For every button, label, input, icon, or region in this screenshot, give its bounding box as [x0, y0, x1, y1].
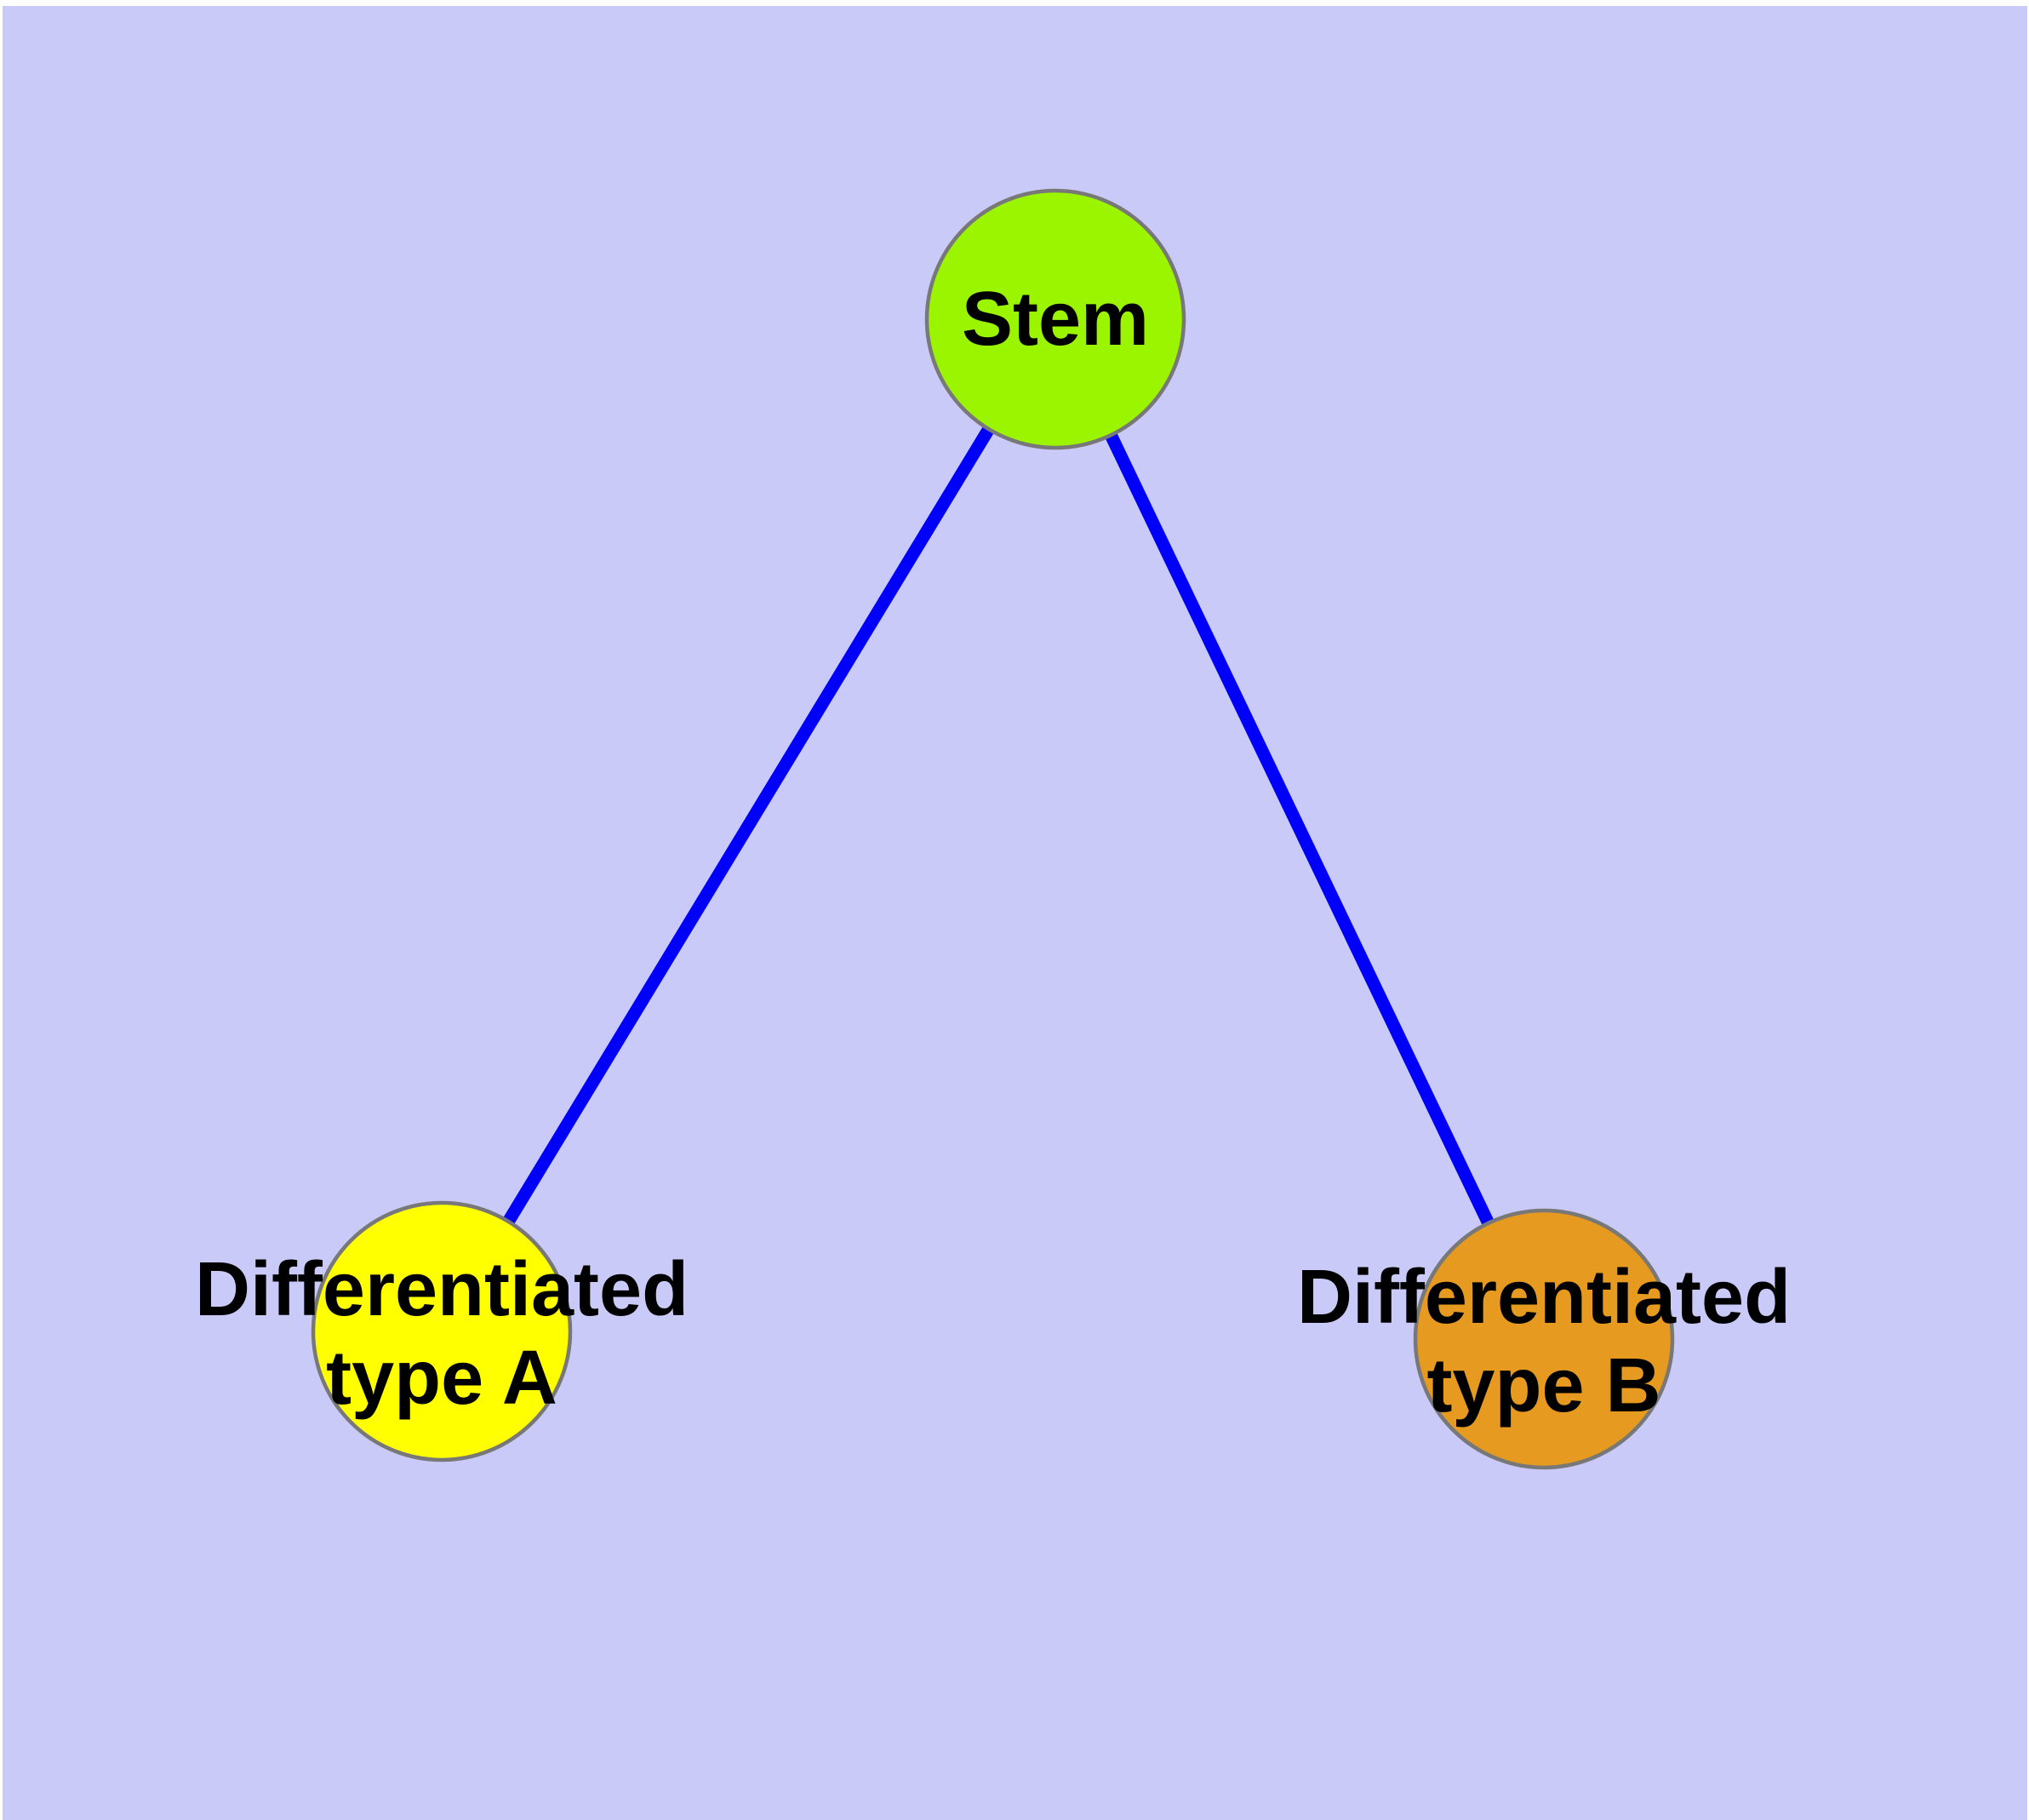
- edge-stem-to-type-b: [1049, 316, 1550, 1342]
- type-a-label-line-1: Differentiated: [194, 1247, 689, 1332]
- type-b-label-line-1: Differentiated: [1296, 1255, 1792, 1340]
- type-b-label-line-2: type B: [1426, 1343, 1661, 1428]
- type-a-node: [311, 1200, 573, 1462]
- type-a-node-label: Differentiated type A: [195, 1245, 689, 1422]
- stem-node-label: Stem: [961, 277, 1150, 362]
- stem-node: [924, 188, 1186, 450]
- edge-stem-to-type-a: [436, 316, 1061, 1335]
- type-a-label-line-2: type A: [326, 1336, 557, 1421]
- type-b-node-label: Differentiated type B: [1297, 1253, 1791, 1430]
- type-b-node: [1413, 1208, 1675, 1470]
